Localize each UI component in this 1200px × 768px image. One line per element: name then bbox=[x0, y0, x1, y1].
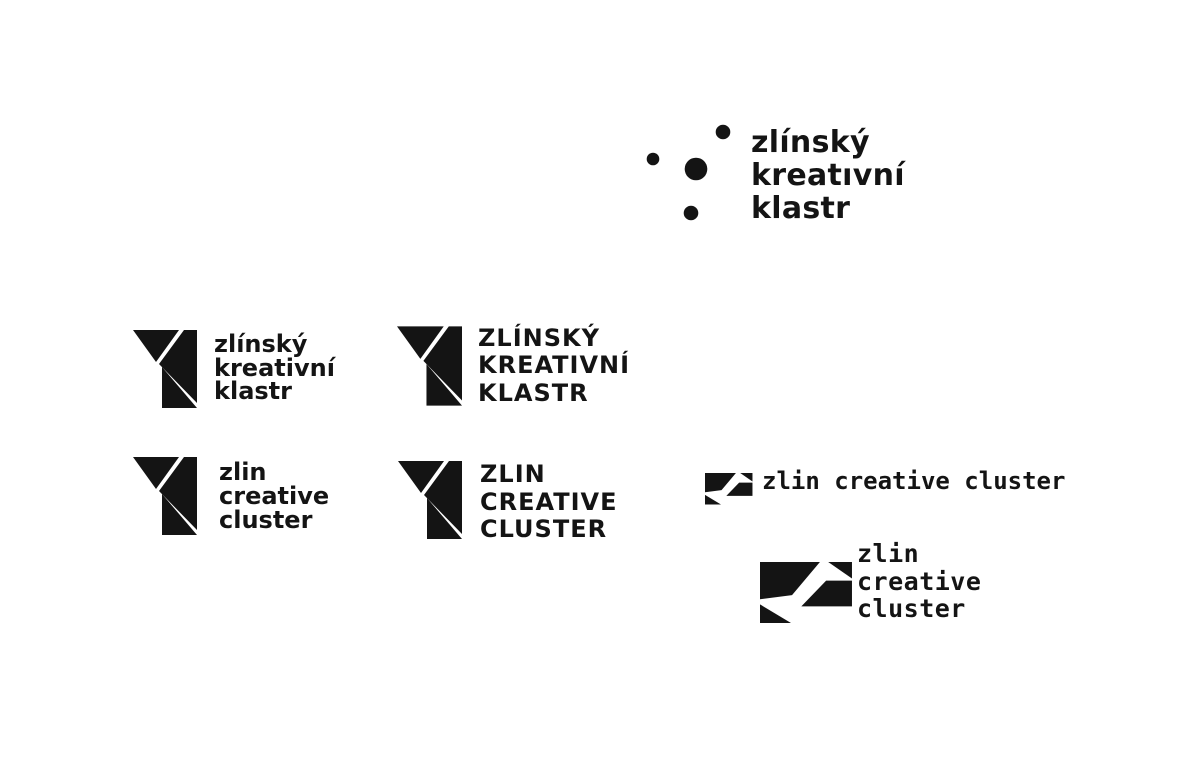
lockup-english-uppercase: ZLIN CREATIVE CLUSTER bbox=[480, 460, 618, 544]
lockup-line: zlínský bbox=[214, 330, 308, 358]
wordmark-line: zlínský bbox=[751, 125, 870, 160]
lockup-line: CLUSTER bbox=[480, 515, 608, 543]
display-wordmark-inline: zlin creative cluster bbox=[762, 468, 1065, 494]
lockup-line: KLASTR bbox=[478, 378, 589, 407]
wordmark-line: zlin bbox=[857, 539, 920, 568]
lockup-czech-uppercase: ZLÍNSKÝ KREATIVNÍ KLASTR bbox=[478, 324, 631, 407]
lockup-line: klastr bbox=[214, 377, 292, 405]
primary-wordmark: zlínský kreatıvní klastr bbox=[751, 126, 905, 225]
wordmark-line: kreatıvní bbox=[751, 158, 905, 193]
wordmark-text: zlin creative cluster bbox=[762, 467, 1066, 495]
lockup-line: ZLÍNSKÝ bbox=[478, 324, 600, 352]
triangle-mark-vertical-icon bbox=[133, 330, 197, 408]
triangle-mark-vertical-icon bbox=[133, 457, 197, 535]
lockup-line: zlin bbox=[219, 458, 267, 486]
lockup-line: ZLIN bbox=[480, 460, 546, 488]
triangle-mark-vertical-icon bbox=[398, 461, 462, 539]
lockup-line: kreativní bbox=[214, 353, 335, 382]
lockup-czech-lowercase: zlínský kreativní klastr bbox=[214, 330, 335, 405]
lockup-line: KREATIVNÍ bbox=[478, 351, 631, 380]
display-wordmark-stacked: zlin creative cluster bbox=[857, 540, 981, 623]
triangle-mark-horizontal-icon bbox=[705, 473, 753, 505]
lockup-line: cluster bbox=[219, 505, 313, 534]
lockup-english-lowercase: zlin creative cluster bbox=[219, 458, 330, 534]
triangle-mark-vertical-icon bbox=[397, 326, 462, 406]
lockup-line: creative bbox=[219, 481, 330, 510]
dots-logo-icon bbox=[646, 124, 731, 221]
lockup-line: CREATIVE bbox=[480, 487, 618, 516]
wordmark-line: creative bbox=[857, 566, 982, 596]
wordmark-line: klastr bbox=[751, 191, 851, 226]
wordmark-line: cluster bbox=[857, 594, 966, 623]
triangle-mark-horizontal-icon bbox=[760, 562, 852, 623]
